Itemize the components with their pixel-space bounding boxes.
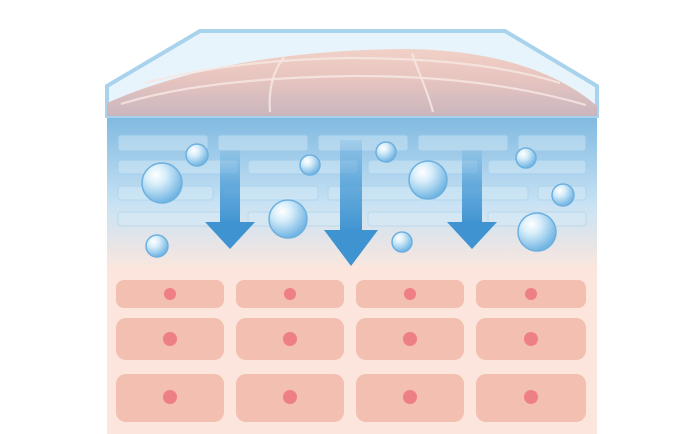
water-droplet-icon <box>515 147 537 169</box>
skin-cell <box>356 374 464 422</box>
water-droplet-icon <box>141 162 183 204</box>
water-droplet-icon <box>408 160 448 200</box>
cell-nucleus-icon <box>403 390 417 404</box>
moisture-arrows <box>205 140 497 266</box>
water-droplet-icon <box>551 183 575 207</box>
skin-cell <box>116 318 224 360</box>
water-droplet-icon <box>299 154 321 176</box>
cell-nucleus-icon <box>283 332 297 346</box>
skin-cell <box>236 318 344 360</box>
down-arrow-icon <box>447 150 497 249</box>
skin-cell <box>476 280 586 308</box>
cell-nucleus-icon <box>284 288 296 300</box>
skin-cell <box>356 318 464 360</box>
cell-nucleus-icon <box>525 288 537 300</box>
water-droplet-icon <box>517 212 557 252</box>
cell-nucleus-icon <box>164 288 176 300</box>
down-arrow-icon <box>205 150 255 249</box>
skin-cell <box>476 318 586 360</box>
skin-cell <box>236 280 344 308</box>
water-droplet-icon <box>268 199 308 239</box>
skin-cell <box>476 374 586 422</box>
cell-nucleus-icon <box>163 390 177 404</box>
water-droplet-icon <box>185 143 209 167</box>
skin-cell <box>116 280 224 308</box>
cell-nucleus-icon <box>404 288 416 300</box>
water-droplet-icon <box>391 231 413 253</box>
water-droplet-icon <box>145 234 169 258</box>
cell-grid <box>116 280 586 422</box>
cell-nucleus-icon <box>163 332 177 346</box>
water-droplets <box>141 141 575 258</box>
skin-cell <box>236 374 344 422</box>
down-arrow-icon <box>324 140 378 266</box>
cell-nucleus-icon <box>524 390 538 404</box>
cell-nucleus-icon <box>283 390 297 404</box>
cell-nucleus-icon <box>524 332 538 346</box>
skin-surface <box>105 29 599 118</box>
cell-nucleus-icon <box>403 332 417 346</box>
skin-cell <box>116 374 224 422</box>
water-droplet-icon <box>375 141 397 163</box>
skin-cell <box>356 280 464 308</box>
